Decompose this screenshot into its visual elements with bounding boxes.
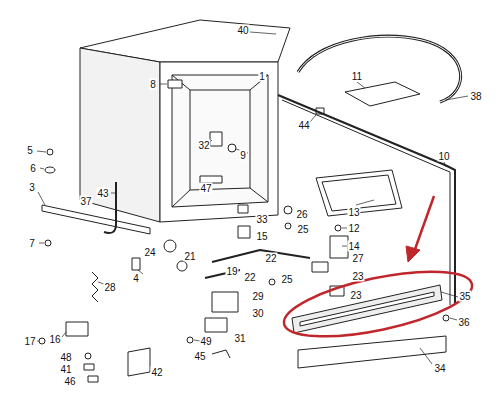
callout-number: 36 [457,317,470,328]
callout-number: 17 [23,336,36,347]
callout-number: 34 [433,363,446,374]
part-15 [238,226,250,238]
callout-number: 30 [251,308,264,319]
leader-lines [37,32,468,364]
callout-number: 14 [347,241,360,252]
part-23 [312,262,328,272]
part-22 [212,250,310,262]
part-8 [168,80,182,88]
part-31 [205,318,227,332]
callout-number: 37 [79,196,92,207]
part-42 [128,348,150,376]
part-46 [88,376,98,382]
part-21 [177,261,187,271]
callout-number: 21 [183,251,196,262]
callout-number: 15 [255,231,268,242]
part-49 [187,337,193,343]
callout-number: 41 [59,364,72,375]
tub-side [80,48,160,222]
part-34 [298,336,446,368]
callout-number: 16 [48,334,61,345]
callout-number: 42 [150,367,163,378]
callout-number: 38 [469,91,482,102]
callout-number: 22 [243,272,256,283]
highlight [279,196,478,349]
part-36 [443,315,449,321]
callout-number: 35 [458,291,471,302]
callout-number: 27 [351,253,364,264]
part-17 [39,338,45,344]
callout-number: 28 [103,282,116,293]
callout-number: 10 [437,151,450,162]
callout-number: 46 [63,376,76,387]
callout-number: 29 [251,291,264,302]
callout-number: 32 [197,140,210,151]
part-3 [42,205,150,234]
part-7 [45,240,51,246]
part-25b [269,279,275,285]
callout-number: 7 [28,238,36,249]
callout-number: 4 [132,273,140,284]
tub-opening [172,75,268,207]
part-29 [212,292,238,312]
callout-number: 26 [295,209,308,220]
callout-number: 25 [296,224,309,235]
callout-number: 5 [26,145,34,156]
callout-number: 12 [347,223,360,234]
part-28 [92,272,98,302]
callout-number: 1 [258,71,266,82]
callout-number: 43 [96,188,109,199]
part-12 [335,225,341,231]
part-6 [45,167,55,173]
part-35 [292,285,442,333]
part-11 [345,82,420,106]
tub-frame [160,62,278,222]
part-9 [228,144,236,152]
part-16 [66,322,88,336]
callout-number: 25 [280,274,293,285]
callout-number: 49 [199,336,212,347]
part-5 [47,149,53,155]
part-4 [132,258,140,270]
part-24 [164,240,176,252]
callout-number: 19 [225,266,238,277]
part-32 [210,132,222,146]
part-10 [278,95,455,305]
callout-number: 23 [349,290,362,301]
callout-number: 6 [29,163,37,174]
callout-number: 24 [143,247,156,258]
callout-number: 40 [236,25,249,36]
part-26 [284,206,292,214]
callout-number: 48 [59,352,72,363]
callout-number: 47 [199,183,212,194]
part-45 [212,350,230,358]
callout-number: 23 [351,271,364,282]
callout-number: 8 [149,79,157,90]
part-41 [84,364,94,370]
callout-number: 45 [193,351,206,362]
callout-number: 31 [233,333,246,344]
callout-number: 22 [264,253,277,264]
part-25 [285,223,291,229]
callout-number: 13 [347,207,360,218]
callout-number: 11 [351,71,363,82]
callout-number: 3 [28,182,36,193]
callout-number: 44 [297,120,310,131]
part-33 [238,205,248,213]
part-27 [330,236,348,258]
callout-number: 9 [239,150,247,161]
part-48 [85,353,91,359]
callout-number: 33 [255,214,268,225]
